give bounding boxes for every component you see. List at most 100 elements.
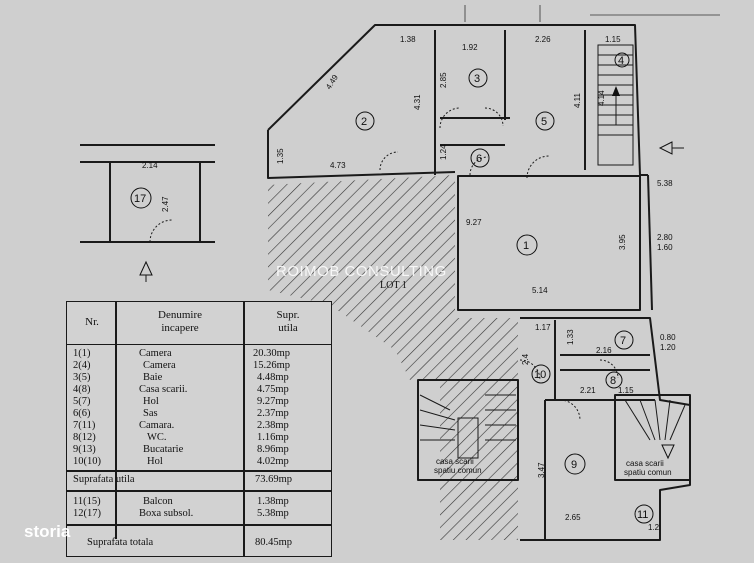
dim-label: 1.20 [660, 343, 676, 352]
header-supr: Supr. utila [276, 309, 300, 334]
cell-area: 4.48mp [257, 372, 289, 383]
door-swings [379, 107, 619, 421]
room-17-number: 17 [134, 193, 146, 205]
cell-name: Hol [147, 456, 163, 467]
cell-area: 8.96mp [257, 444, 289, 455]
dim-label: 1.92 [462, 43, 478, 52]
dim-label: 0.80 [660, 333, 676, 342]
dim-label: 3.95 [618, 234, 627, 250]
top-dimension-ticks [464, 5, 720, 22]
dimension-labels: 1.38 1.92 2.26 1.15 4.49 4.31 2.85 4.11 … [142, 35, 676, 532]
room-8-number: 8 [610, 375, 616, 387]
stair-top-right [597, 44, 634, 166]
cell-name: Hol [143, 396, 159, 407]
room-2-number: 2 [361, 116, 367, 128]
cell-area: 20.30mp [253, 348, 291, 359]
dim-label: 9.27 [466, 218, 482, 227]
cell-nr: 4(8) [73, 384, 91, 395]
stair-right-steps [624, 399, 686, 441]
cell-name: Casa scarii. [139, 384, 188, 395]
building-walls [267, 24, 691, 541]
cell-nr: 5(7) [73, 396, 91, 407]
total-overall-row: Suprafata totala 80.45mp [67, 537, 331, 549]
room-4-number: 4 [618, 55, 624, 67]
cell-nr: 3(5) [73, 372, 91, 383]
dim-label: 2.21 [580, 386, 596, 395]
cell-area: 15.26mp [253, 360, 291, 371]
area-table: Nr. Denumire incapere Supr. utila 1(1)Ca… [66, 301, 332, 557]
dim-label: 2.65 [565, 513, 581, 522]
cell-name: Balcon [143, 496, 173, 507]
dim-label: 4.31 [413, 94, 422, 110]
table-row: 11(15) Balcon 1.38mp [67, 496, 331, 508]
column-divider [243, 302, 245, 556]
stair-right-caption-line1: casa scarii [626, 459, 664, 468]
room-3-number: 3 [474, 73, 480, 85]
table-row: 8(12)WC.1.16mp [67, 432, 331, 444]
table-row: 5(7) Hol 9.27mp [67, 396, 331, 408]
dim-label: 1.17 [535, 323, 551, 332]
stair-right-caption-line2: spatiu comun [624, 468, 672, 477]
room-6-number: 6 [476, 153, 482, 165]
cell-nr: 11(15) [73, 496, 101, 507]
table-row: 10(10) Hol 4.02mp [67, 456, 331, 468]
stair-left-caption-line2: spatiu comun [434, 466, 482, 475]
cell-nr: 10(10) [73, 456, 101, 467]
stair-left-caption: casa scarii spatiu comun [434, 457, 482, 475]
cell-nr: 12(17) [73, 508, 101, 519]
dim-label: 4.14 [597, 90, 606, 106]
dim-label: 1.33 [566, 329, 575, 345]
cell-name: Sas [143, 408, 158, 419]
cell-name: Camera [139, 348, 172, 359]
room-7-number: 7 [620, 335, 626, 347]
dim-label: 1.24 [439, 144, 448, 160]
table-row: 3(5) Baie 4.48mp [67, 372, 331, 384]
dim-label: 2.16 [596, 346, 612, 355]
table-row: 7(11)Camara.2.38mp [67, 420, 331, 432]
row-divider [67, 490, 331, 492]
lot-label: LOT 1 [380, 280, 407, 291]
row-divider [67, 470, 331, 472]
cell-nr: 2(4) [73, 360, 91, 371]
total-useful-value: 73.69mp [255, 474, 293, 485]
cell-name: Baie [143, 372, 163, 383]
total-useful-label: Suprafata utila [73, 474, 135, 485]
storia-logo: storia [24, 522, 71, 541]
dim-label: 1.60 [657, 243, 673, 252]
room-10-number: 10 [534, 369, 546, 381]
dim-label: 1.2 [648, 523, 660, 532]
dim-label: 5.14 [532, 286, 548, 295]
stair-right-caption: casa scarii spatiu comun [624, 459, 672, 477]
entry-arrow-stair-right [661, 444, 675, 460]
cell-name: Camara. [139, 420, 175, 431]
cell-area: 1.38mp [257, 496, 289, 507]
common-area-hatch [268, 175, 518, 540]
cell-area: 5.38mp [257, 508, 289, 519]
cell-nr: 8(12) [73, 432, 96, 443]
entry-arrow-right [658, 141, 684, 155]
table-row: 4(8)Casa scarii.4.75mp [67, 384, 331, 396]
column-divider [115, 302, 117, 539]
dim-label: 2.14 [142, 161, 158, 170]
cell-area: 9.27mp [257, 396, 289, 407]
total-overall-label: Suprafata totala [87, 537, 154, 548]
cell-area: 4.02mp [257, 456, 289, 467]
table-row: 1(1) Camera 20.30mp [67, 348, 331, 360]
cell-nr: 7(11) [73, 420, 96, 431]
cell-nr: 1(1) [73, 348, 91, 359]
cell-nr: 6(6) [73, 408, 91, 419]
table-row: 6(6) Sas 2.37mp [67, 408, 331, 420]
cell-name: Boxa subsol. [139, 508, 194, 519]
room-1-number: 1 [523, 240, 529, 252]
cell-name: Bucatarie [143, 444, 184, 455]
room-11-number: 11 [637, 509, 648, 521]
header-denumire: Denumire incapere [158, 309, 202, 334]
cell-area: 2.37mp [257, 408, 289, 419]
total-overall-value: 80.45mp [255, 537, 293, 548]
dim-label: 2.4 [521, 353, 530, 365]
row-divider [67, 524, 331, 526]
stair-left-steps [419, 394, 516, 459]
cell-name: WC. [147, 432, 167, 443]
